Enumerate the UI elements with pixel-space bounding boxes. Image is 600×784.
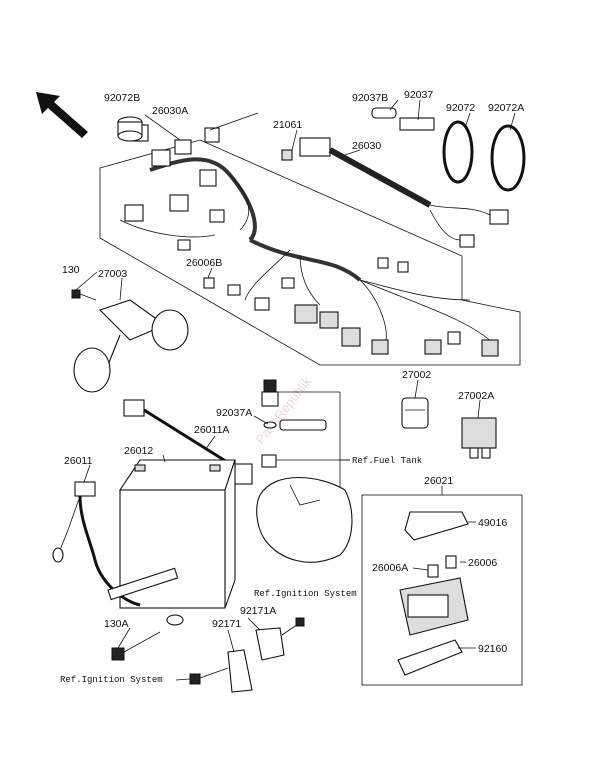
label-92072A: 92072A xyxy=(488,102,524,114)
strap-92072A xyxy=(490,124,526,192)
ref-fuel-tank: Ref.Fuel Tank xyxy=(352,456,422,466)
cover-49016 xyxy=(404,511,469,541)
bracket-92171 xyxy=(189,649,253,693)
fuel-tank xyxy=(256,477,353,563)
label-130A: 130A xyxy=(104,618,129,630)
label-27003: 27003 xyxy=(98,268,127,280)
cable-26011 xyxy=(52,481,141,607)
part-92037 xyxy=(399,117,435,131)
battery-26012 xyxy=(118,459,236,609)
bolt-130 xyxy=(71,289,97,301)
label-21061: 21061 xyxy=(273,119,302,131)
ref-ignition-system-upper: Ref.Ignition System xyxy=(254,589,357,599)
part-92037B xyxy=(371,107,397,119)
label-49016: 49016 xyxy=(478,517,507,529)
label-26006: 26006 xyxy=(468,557,497,569)
label-26030: 26030 xyxy=(352,140,381,152)
label-92160: 92160 xyxy=(478,643,507,655)
label-26012: 26012 xyxy=(124,445,153,457)
band-92072B xyxy=(117,116,143,142)
watermark-text: PartsRepublik xyxy=(253,373,315,446)
harness-outline xyxy=(99,139,521,366)
label-27002: 27002 xyxy=(402,369,431,381)
harness-26030 xyxy=(299,137,509,248)
label-26011: 26011 xyxy=(64,455,93,467)
ref-ignition-system-lower: Ref.Ignition System xyxy=(60,675,163,685)
label-27002A: 27002A xyxy=(458,390,494,402)
label-92072B: 92072B xyxy=(104,92,140,104)
label-130: 130 xyxy=(62,264,80,276)
leader-lines xyxy=(75,99,516,681)
horn-27003 xyxy=(73,299,189,393)
cover-92160 xyxy=(397,639,463,676)
front-direction-arrow-icon xyxy=(36,92,88,138)
relay-27002A xyxy=(461,417,497,459)
label-92037B: 92037B xyxy=(352,92,388,104)
fuse-26006A xyxy=(427,564,439,578)
label-26021: 26021 xyxy=(424,475,453,487)
label-26011A: 26011A xyxy=(194,424,229,436)
strap-92072 xyxy=(442,120,474,184)
relay-27002 xyxy=(401,397,429,429)
label-26006A: 26006A xyxy=(372,562,408,574)
label-26006B: 26006B xyxy=(186,257,222,269)
label-92037A: 92037A xyxy=(216,407,252,419)
bolt-130A xyxy=(107,567,184,661)
label-92037: 92037 xyxy=(404,89,433,101)
part-26006B xyxy=(203,277,215,289)
bracket-92171A xyxy=(255,617,305,661)
part-21061 xyxy=(281,149,293,161)
label-92171A: 92171A xyxy=(240,605,276,617)
fuse-box xyxy=(399,577,469,636)
part-92037A xyxy=(261,379,350,505)
label-92171: 92171 xyxy=(212,618,241,630)
label-26030A: 26030A xyxy=(152,105,188,117)
label-92072: 92072 xyxy=(446,102,475,114)
fuse-26006 xyxy=(445,555,457,569)
